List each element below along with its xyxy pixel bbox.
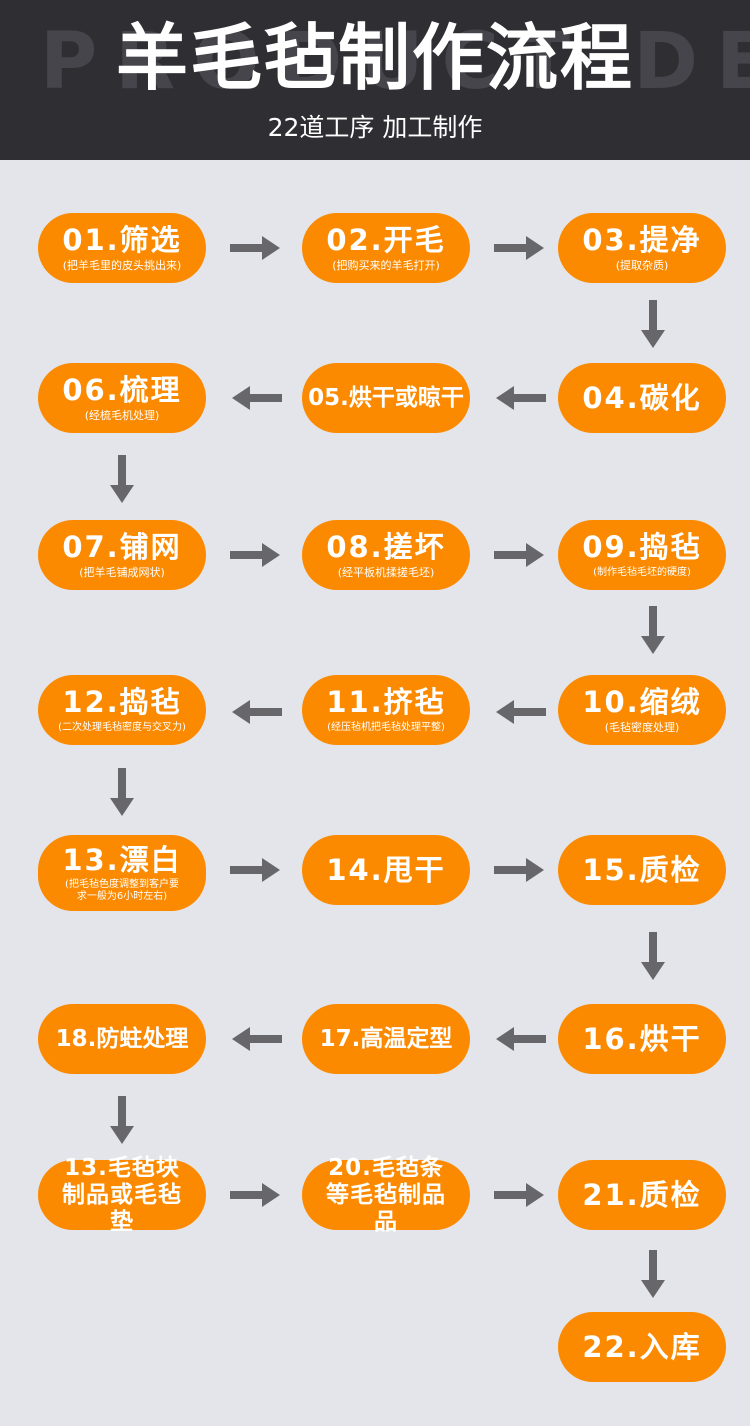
page-subtitle: 22道工序 加工制作 [267, 113, 483, 142]
step-label: 20.毛毡条等毛毡制品品 [326, 1154, 446, 1235]
step-11: 11.挤毡 (经压毡机把毛毡处理平整) [302, 675, 470, 745]
arrow-down-icon [641, 300, 665, 348]
step-label: 05.烘干或晾干 [308, 385, 464, 411]
arrow-right-icon [494, 543, 544, 567]
step-label: 03.提净 [582, 223, 702, 257]
step-01: 01.筛选 (把羊毛里的皮头挑出来) [38, 213, 206, 283]
step-desc: (毛毡密度处理) [604, 721, 680, 734]
step-label: 18.防蛀处理 [55, 1026, 189, 1052]
step-desc: (把毛毡色度调整到客户要求一般为6小时左右) [65, 879, 179, 902]
step-label: 15.质检 [582, 853, 702, 887]
step-desc: (制作毛毡毛坯的硬度) [593, 567, 691, 578]
arrow-left-icon [232, 386, 282, 410]
arrow-right-icon [230, 236, 280, 260]
step-label: 07.铺网 [62, 530, 182, 564]
step-label: 11.挤毡 [326, 685, 446, 719]
step-19: 13.毛毡块制品或毛毡垫 [38, 1155, 206, 1235]
step-08: 08.搓坏 (经平板机揉搓毛坯) [302, 520, 470, 590]
arrow-down-icon [641, 932, 665, 980]
arrow-down-icon [110, 1096, 134, 1144]
step-05: 05.烘干或晾干 [302, 363, 470, 433]
arrow-right-icon [494, 1183, 544, 1207]
step-label: 14.甩干 [326, 853, 446, 887]
step-desc: (把购买来的羊毛打开) [332, 259, 440, 272]
arrow-right-icon [494, 858, 544, 882]
step-18: 18.防蛀处理 [38, 1004, 206, 1074]
step-21: 21.质检 [558, 1160, 726, 1230]
step-label: 01.筛选 [62, 223, 182, 257]
step-15: 15.质检 [558, 835, 726, 905]
step-desc: (经平板机揉搓毛坯) [337, 566, 435, 579]
step-label: 08.搓坏 [326, 530, 446, 564]
arrow-left-icon [232, 1027, 282, 1051]
step-desc: (经梳毛机处理) [84, 409, 160, 422]
arrow-left-icon [496, 1027, 546, 1051]
arrow-right-icon [230, 858, 280, 882]
header-watermark: PRODUCT DETAIL [40, 17, 750, 107]
step-label: 09.捣毡 [582, 530, 702, 564]
step-label: 16.烘干 [582, 1022, 702, 1056]
step-desc: (把羊毛铺成网状) [79, 566, 165, 579]
step-09: 09.捣毡 (制作毛毡毛坯的硬度) [558, 520, 726, 590]
step-17: 17.高温定型 [302, 1004, 470, 1074]
step-04: 04.碳化 [558, 363, 726, 433]
step-13: 13.漂白 (把毛毡色度调整到客户要求一般为6小时左右) [38, 835, 206, 911]
arrow-right-icon [494, 236, 544, 260]
step-14: 14.甩干 [302, 835, 470, 905]
step-label: 22.入库 [582, 1330, 702, 1364]
step-label: 06.梳理 [62, 373, 182, 407]
arrow-down-icon [641, 606, 665, 654]
step-label: 13.毛毡块制品或毛毡垫 [62, 1154, 182, 1235]
step-07: 07.铺网 (把羊毛铺成网状) [38, 520, 206, 590]
arrow-down-icon [110, 768, 134, 816]
page-title: 羊毛毡制作流程 [115, 16, 634, 100]
step-22: 22.入库 [558, 1312, 726, 1382]
step-12: 12.捣毡 (二次处理毛毡密度与交叉力) [38, 675, 206, 745]
page-header: PRODUCT DETAIL 羊毛毡制作流程 22道工序 加工制作 [0, 0, 750, 160]
step-20: 20.毛毡条等毛毡制品品 [302, 1155, 470, 1235]
step-desc: (把羊毛里的皮头挑出来) [62, 259, 182, 272]
step-label: 17.高温定型 [319, 1026, 453, 1052]
step-desc: (经压毡机把毛毡处理平整) [327, 722, 445, 733]
step-label: 02.开毛 [326, 223, 446, 257]
step-label: 13.漂白 [62, 843, 182, 877]
arrow-right-icon [230, 543, 280, 567]
step-10: 10.缩绒 (毛毡密度处理) [558, 675, 726, 745]
arrow-right-icon [230, 1183, 280, 1207]
arrow-left-icon [232, 700, 282, 724]
step-16: 16.烘干 [558, 1004, 726, 1074]
step-label: 10.缩绒 [582, 685, 702, 719]
step-desc: (提取杂质) [615, 259, 669, 272]
step-desc: (二次处理毛毡密度与交叉力) [58, 722, 186, 733]
step-label: 12.捣毡 [62, 685, 182, 719]
arrow-left-icon [496, 386, 546, 410]
step-label: 21.质检 [582, 1178, 702, 1212]
arrow-down-icon [641, 1250, 665, 1298]
arrow-down-icon [110, 455, 134, 503]
arrow-left-icon [496, 700, 546, 724]
step-02: 02.开毛 (把购买来的羊毛打开) [302, 213, 470, 283]
step-06: 06.梳理 (经梳毛机处理) [38, 363, 206, 433]
step-03: 03.提净 (提取杂质) [558, 213, 726, 283]
step-label: 04.碳化 [582, 381, 702, 415]
